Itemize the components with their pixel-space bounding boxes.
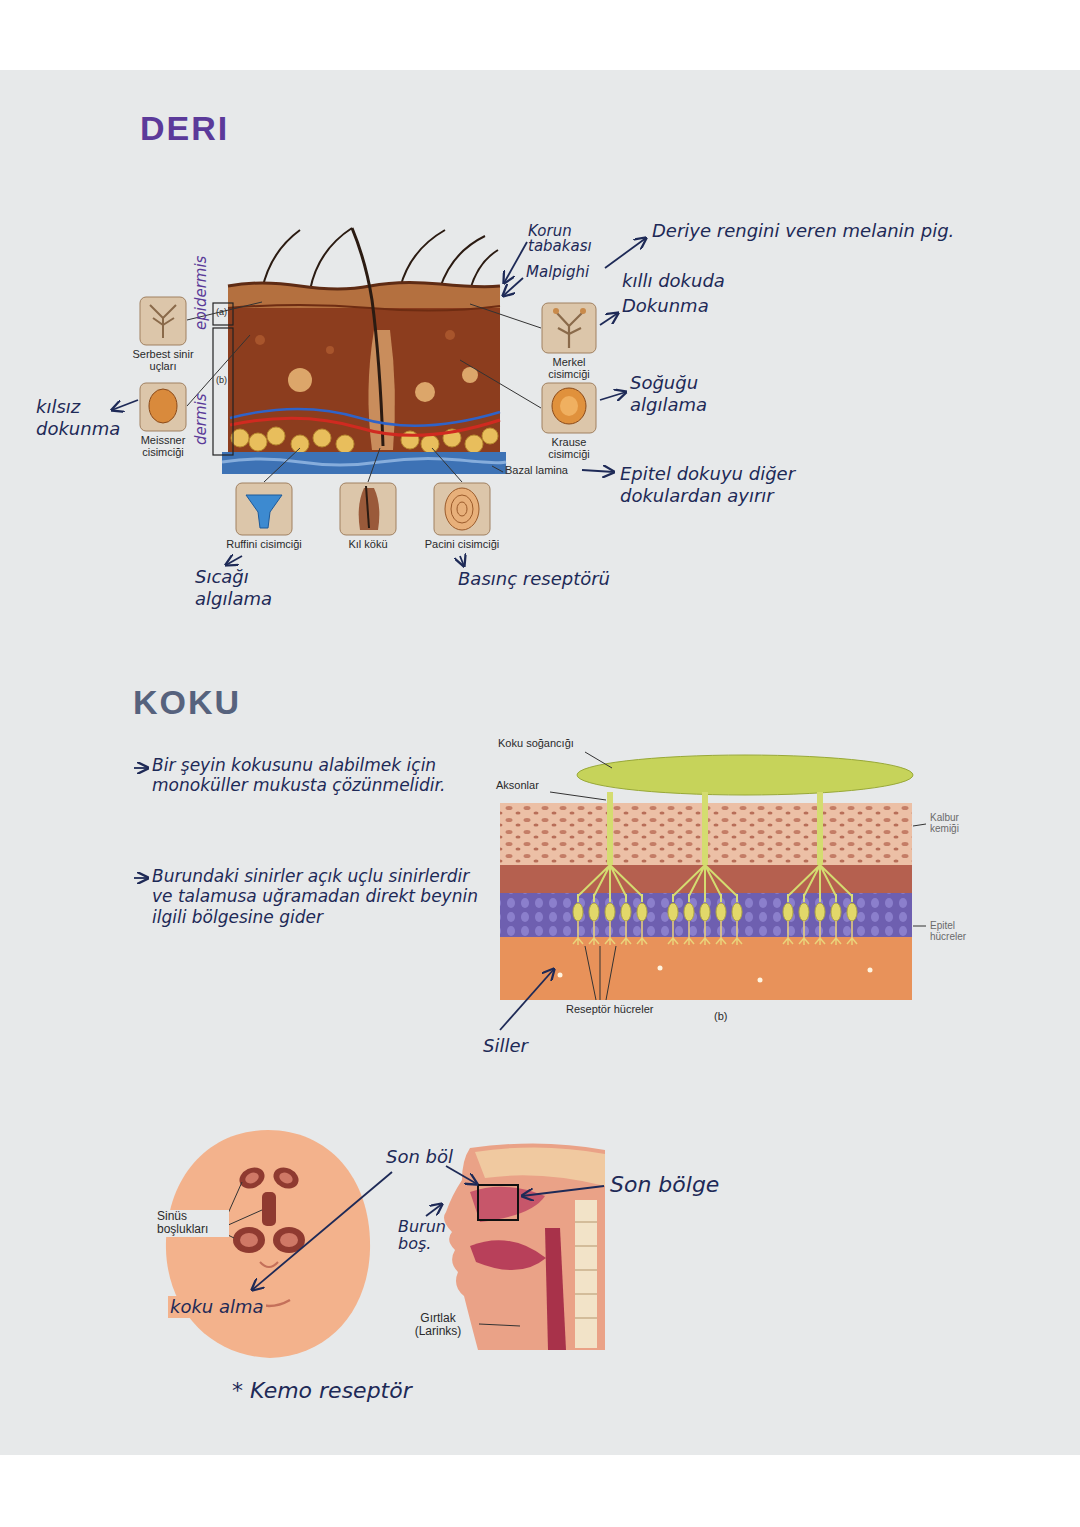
handwritten-note: Burundaki sinirler açık uçlu sinirlerdir…: [152, 866, 482, 927]
part-label: Epitel hücreler: [930, 920, 985, 942]
handwritten-note: Bir şeyin kokusunu alabilmek için monokü…: [152, 755, 482, 796]
skin-section: [187, 228, 541, 482]
receptor-label: Meissner cisimciği: [131, 434, 195, 458]
receptor-icons: [140, 297, 596, 535]
handwritten-note: Son bölge: [610, 1172, 719, 1198]
layer-label: epidermis: [193, 256, 210, 330]
handwritten-note: Soğuğu algılama: [630, 372, 740, 415]
handwritten-note: koku alma: [168, 1296, 266, 1318]
receptor-label: Ruffini cisimciği: [208, 538, 320, 550]
part-label: Kalbur kemiği: [930, 812, 985, 834]
receptor-label: Pacini cisimciği: [406, 538, 518, 550]
receptor-icon: Merkel cisimciği: [542, 303, 596, 353]
handwritten-note: Siller: [483, 1035, 528, 1057]
olfactory-epithelium: [500, 752, 926, 1030]
handwritten-note: Deriye rengini veren melanin pig.: [652, 220, 1062, 242]
part-label: (a): [216, 307, 227, 317]
handwritten-note: Korun tabakası: [528, 224, 618, 254]
part-label: Koku soğancığı: [498, 737, 574, 749]
handwritten-note: Son böl: [386, 1146, 453, 1168]
handwritten-note: kıllı dokuda: [622, 270, 725, 292]
handwritten-note: Malpighi: [526, 263, 589, 281]
receptor-icon: Ruffini cisimciği: [236, 483, 292, 535]
receptor-icon: Meissner cisimciği: [140, 383, 186, 431]
receptor-icon: Serbest sinir uçları: [140, 297, 186, 345]
receptor-label: Kıl kökü: [333, 538, 403, 550]
part-label: Bazal lamina: [505, 464, 568, 476]
page-title: DERI: [140, 110, 229, 147]
receptor-icon: Krause cisimciği: [542, 383, 596, 433]
head-front: [166, 1130, 370, 1358]
part-label: Sinüs boşlukları: [155, 1210, 229, 1237]
handwritten-arrows: [112, 238, 646, 878]
handwritten-note: Dokunma: [622, 295, 709, 317]
receptor-icon: Pacini cisimciği: [434, 483, 490, 535]
section-heading: KOKU: [133, 684, 241, 721]
handwritten-arrows: [252, 1166, 604, 1290]
receptor-label: Serbest sinir uçları: [128, 348, 198, 372]
handwritten-note: Burun boş.: [398, 1219, 444, 1253]
part-label: Reseptör hücreler: [566, 1003, 653, 1015]
receptor-icon: Kıl kökü: [340, 483, 396, 535]
part-label: Aksonlar: [496, 779, 539, 791]
part-label: Gırtlak (Larinks): [406, 1312, 470, 1339]
part-label: (b): [216, 375, 227, 385]
receptor-label: Krause cisimciği: [537, 436, 601, 460]
receptor-label: Merkel cisimciği: [537, 356, 601, 380]
part-label: (b): [714, 1010, 727, 1022]
handwritten-note: * Kemo reseptör: [232, 1378, 412, 1404]
handwritten-note: Basınç reseptörü: [458, 568, 708, 590]
handwritten-note: Sıcağı algılama: [195, 566, 295, 609]
handwritten-note: kılsız dokunma: [36, 396, 128, 439]
handwritten-note: Epitel dokuyu diğer dokulardan ayırır: [620, 463, 815, 506]
head-sagittal: [444, 1143, 605, 1350]
layer-label: dermis: [193, 393, 210, 445]
